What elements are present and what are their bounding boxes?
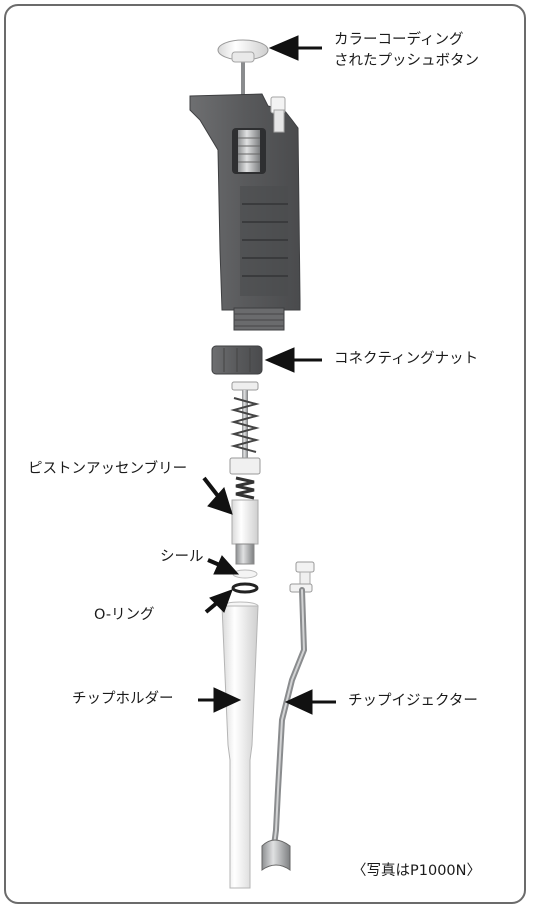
push-button-part (217, 39, 269, 104)
tip-holder-part (221, 601, 259, 889)
tip-ejector-part (261, 561, 315, 871)
tip-holder-label: チップホルダー (72, 691, 174, 707)
o-ring-part (231, 582, 259, 594)
connecting-nut-label: コネクティングナット (334, 351, 479, 367)
pipette-body-part (189, 93, 301, 331)
callout-arrows (198, 35, 336, 715)
photo-note: 〈写真はP1000N〉 (352, 863, 481, 879)
piston-assembly-part (229, 381, 261, 565)
seal-label: シール (160, 549, 204, 565)
push-button-label: カラーコーディング されたプッシュボタン (334, 32, 479, 69)
o-ring-label: O-リング (94, 607, 155, 623)
piston-assembly-label: ピストンアッセンブリー (28, 461, 188, 477)
connecting-nut-part (211, 345, 263, 375)
tip-ejector-label: チップイジェクター (348, 693, 478, 709)
